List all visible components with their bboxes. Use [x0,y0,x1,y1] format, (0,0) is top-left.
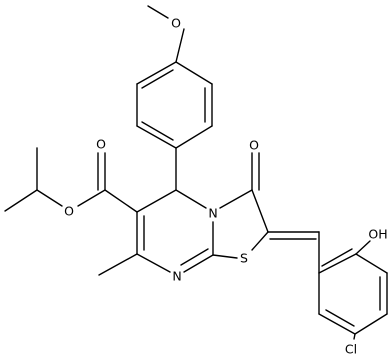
atom-label-ketone-o: O [249,138,259,153]
bond-ar-1 [318,253,357,274]
atom-label-methoxy-o: O [171,16,181,31]
atom-label-phenol-oh: OH [368,227,387,242]
bond-n-c3 [219,189,253,209]
bond-c7-methyl [98,253,138,276]
bond-ar-4 [354,313,388,335]
bond-c5-n [175,189,207,209]
bond-c6-ccarbonyl [104,189,138,213]
bond-c8a-n-pyr [183,254,214,273]
bond-n-pyr-c7 [136,253,171,273]
bond-c3-c2 [251,189,269,233]
atom-label-pyrimidine-n: N [172,269,181,284]
bond-c-o-single [77,189,106,207]
bonds [4,5,388,340]
bond-o-ch [36,189,63,207]
bond-aryl-3 [136,125,177,149]
bond-aryl-1-inner [141,69,174,89]
atom-label-ring-n: N [208,206,217,221]
bond-ar-cl [353,333,356,340]
bond-ar-5 [318,313,356,335]
atom-label-ester-o-carbonyl: O [96,137,106,152]
bond-aryl-6 [175,61,213,85]
atom-label-chlorine: Cl [345,342,357,357]
bond-aryl-1 [136,61,177,85]
bond-c8a-n-pyr-double [180,248,209,266]
bond-ar-5-inner [325,309,355,327]
bond-aryl-3-inner [141,121,174,141]
atom-labels: O N S O O O N OH Cl [64,16,388,357]
bond-o-ring [175,28,185,63]
bond-methyl-o [147,5,169,19]
bond-c2-s [251,231,269,251]
bond-ch-me2 [4,189,38,212]
bond-aryl-4 [175,125,213,149]
bond-ar-2 [355,253,388,274]
bond-c5-c6 [136,189,177,213]
bond-s-c8a [212,254,238,259]
bond-ar-1-inner [321,248,353,267]
atom-label-ring-s: S [240,251,248,266]
atom-label-ester-o-alkoxy: O [64,204,74,219]
bond-ar-oh [355,240,371,255]
